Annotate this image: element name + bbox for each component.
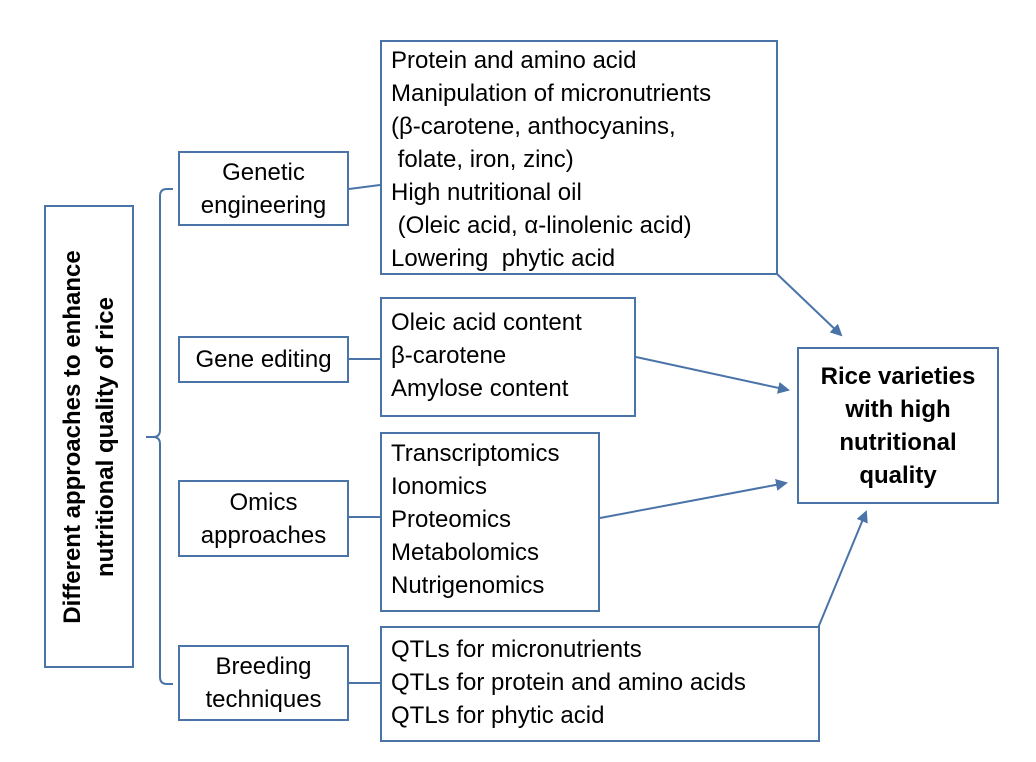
approach-label: approaches <box>200 521 327 549</box>
approach-label: techniques <box>205 686 322 713</box>
detail-item: Protein and amino acid <box>391 47 637 74</box>
detail-item: Lowering phytic acid <box>391 245 616 272</box>
arrow-genetic-to-result <box>775 272 843 337</box>
connector-genetic <box>348 184 381 190</box>
detail-item: (Oleic acid, α-linolenic acid) <box>391 212 692 239</box>
detail-item: Proteomics <box>391 506 512 533</box>
detail-item: folate, iron, zinc) <box>391 146 574 173</box>
approach-label: engineering <box>200 191 327 219</box>
bracket-connector <box>146 188 173 685</box>
detail-breeding-techniques: QTLs for micronutrients QTLs for protein… <box>380 626 820 742</box>
detail-omics: Transcriptomics Ionomics Proteomics Meta… <box>380 432 600 612</box>
approach-label: Breeding <box>215 653 312 680</box>
approach-omics: Omics approaches <box>178 480 349 557</box>
title-box: Different approaches to enhance nutritio… <box>44 205 134 668</box>
title-line: Different approaches to enhance <box>59 249 86 624</box>
result-line: nutritional <box>839 428 957 456</box>
detail-item: High nutritional oil <box>391 179 582 206</box>
result-line: Rice varieties <box>820 362 976 390</box>
detail-item: Amylose content <box>391 375 569 402</box>
detail-genetic-engineering: Protein and amino acid Manipulation of m… <box>380 40 778 275</box>
arrow-breeding-to-result <box>817 510 868 629</box>
detail-gene-editing: Oleic acid content β-carotene Amylose co… <box>380 297 636 417</box>
approach-label: Omics <box>229 488 298 516</box>
detail-item: Ionomics <box>391 473 488 500</box>
result-line: quality <box>859 461 937 489</box>
arrow-gene-editing-to-result <box>635 356 790 394</box>
title-line: nutritional quality of rice <box>92 296 119 577</box>
detail-item: Transcriptomics <box>391 440 560 467</box>
detail-item: QTLs for protein and amino acids <box>391 669 746 696</box>
approach-label: Genetic <box>222 158 305 186</box>
title-text: Different approaches to enhance nutritio… <box>56 205 122 668</box>
detail-item: β-carotene <box>391 342 507 369</box>
detail-item: QTLs for micronutrients <box>391 636 642 663</box>
result-line: with high <box>845 395 951 423</box>
detail-item: Manipulation of micronutrients <box>391 80 712 107</box>
arrow-omics-to-result <box>599 478 788 519</box>
detail-item: Oleic acid content <box>391 309 582 336</box>
detail-item: (β-carotene, anthocyanins, <box>391 113 676 140</box>
detail-item: Nutrigenomics <box>391 572 545 599</box>
detail-item: QTLs for phytic acid <box>391 702 605 729</box>
approach-label: Gene editing <box>195 346 332 373</box>
approach-gene-editing: Gene editing <box>178 336 349 383</box>
detail-item: Metabolomics <box>391 539 540 566</box>
approach-genetic-engineering: Genetic engineering <box>178 151 349 226</box>
approach-breeding-techniques: Breeding techniques <box>178 645 349 721</box>
result-box: Rice varieties with high nutritional qua… <box>797 347 999 504</box>
